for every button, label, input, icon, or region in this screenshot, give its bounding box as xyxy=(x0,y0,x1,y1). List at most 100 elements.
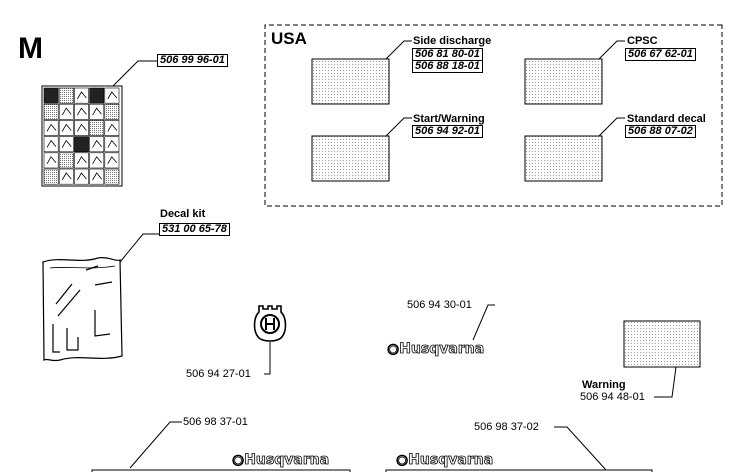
side-discharge-part-number-1: 506 81 80-01 xyxy=(415,48,480,60)
sheet-thumbnail-figure xyxy=(61,123,72,132)
side-discharge-label: Side discharge xyxy=(413,35,492,47)
sheet-thumbnail-figure xyxy=(107,91,118,100)
sheet-thumbnail xyxy=(104,103,120,120)
husqvarna-emblem-icon: ◉ xyxy=(387,341,400,358)
leader-decal-sheet xyxy=(112,60,157,87)
standard-decal-part-number: 506 88 07-02 xyxy=(625,125,696,138)
warning-part-number: 506 94 48-01 xyxy=(580,391,645,403)
sheet-thumbnail xyxy=(43,103,59,120)
leader-cpsc xyxy=(598,40,625,60)
hood-right-edge xyxy=(385,469,653,472)
hood-left-part-number: 506 98 37-01 xyxy=(183,416,248,428)
husqvarna-emblem-icon: ◉ xyxy=(396,452,409,469)
sheet-thumbnail xyxy=(89,103,105,120)
cpsc-decal xyxy=(524,58,603,105)
start-warning-part-number: 506 94 92-01 xyxy=(412,125,483,138)
sheet-thumbnail xyxy=(74,103,89,120)
decal-sheet-drawing xyxy=(41,85,123,187)
sheet-thumbnail xyxy=(74,87,89,104)
leader-husqvarna-decal xyxy=(472,304,495,341)
sheet-thumbnail-figure xyxy=(77,107,87,116)
husqvarna-emblem-icon: ◉ xyxy=(232,452,245,469)
sheet-thumbnail-figure xyxy=(61,107,72,116)
sheet-thumbnail-figure xyxy=(107,156,118,164)
leader-standard-decal xyxy=(598,117,625,137)
sheet-thumbnail xyxy=(89,136,105,153)
sheet-thumbnail-figure xyxy=(61,139,72,148)
sheet-thumbnail-figure xyxy=(77,91,87,100)
sheet-thumbnail-figure xyxy=(77,172,87,181)
side-discharge-part-number-2: 506 88 18-01 xyxy=(413,60,482,72)
sheet-thumbnail-figure xyxy=(61,172,72,181)
sheet-thumbnail xyxy=(89,120,105,136)
sheet-thumbnail xyxy=(58,168,74,185)
usa-label: USA xyxy=(271,29,307,48)
side-discharge-part-numbers: 506 81 80-01 506 88 18-01 xyxy=(412,48,483,73)
hood-left-brand-text: Husqvarna xyxy=(244,452,330,469)
section-letter: M xyxy=(18,32,43,65)
sheet-thumbnail-figure xyxy=(46,156,57,164)
husqvarna-decal-text: Husqvarna xyxy=(399,341,485,358)
sheet-thumbnail-figure xyxy=(107,123,118,132)
sheet-thumbnail xyxy=(58,136,74,153)
leader-decal-kit xyxy=(119,233,160,263)
sheet-thumbnail xyxy=(89,168,105,185)
sheet-thumbnail xyxy=(104,168,120,185)
sheet-thumbnail xyxy=(89,87,105,104)
sheet-thumbnail xyxy=(74,136,89,153)
decal-kit-part-number: 531 00 65-78 xyxy=(159,223,230,236)
sheet-thumbnail xyxy=(104,120,120,136)
warning-decal-drawing xyxy=(623,320,701,368)
decal-kit-label: Decal kit xyxy=(160,208,206,220)
sheet-thumbnail-figure xyxy=(92,172,102,181)
sheet-thumbnail-figure xyxy=(46,123,57,132)
decal-sheet-part-number: 506 99 96-01 xyxy=(157,54,228,67)
husqvarna-decal-part-number: 506 94 30-01 xyxy=(407,299,472,311)
standard-decal-drawing xyxy=(524,135,603,182)
sheet-thumbnail xyxy=(74,120,89,136)
standard-decal-label: Standard decal xyxy=(627,113,706,125)
start-warning-decal xyxy=(311,135,390,182)
sheet-thumbnail-figure xyxy=(77,156,87,164)
sheet-thumbnail xyxy=(58,103,74,120)
sheet-thumbnail xyxy=(104,136,120,153)
leader-logo-badge xyxy=(264,342,271,375)
sheet-thumbnail-figure xyxy=(77,123,87,132)
sheet-thumbnail-figure xyxy=(107,139,118,148)
sheet-thumbnail xyxy=(74,152,89,169)
hood-right-brand: ◉Husqvarna xyxy=(396,452,494,469)
sheet-thumbnail xyxy=(43,120,59,136)
sheet-thumbnail xyxy=(58,152,74,169)
cpsc-part-number: 506 67 62-01 xyxy=(625,48,696,61)
leader-warning xyxy=(654,366,677,398)
sheet-thumbnail xyxy=(58,87,74,104)
sheet-thumbnail xyxy=(43,87,59,104)
husqvarna-decal-brand: ◉Husqvarna xyxy=(387,341,485,358)
usa-dashed-frame xyxy=(264,24,723,207)
sheet-thumbnail xyxy=(43,152,59,169)
hood-right-brand-text: Husqvarna xyxy=(408,452,494,469)
sheet-thumbnail xyxy=(104,152,120,169)
leader-side-discharge xyxy=(385,40,412,60)
leader-hood-right xyxy=(554,426,607,471)
sheet-thumbnail-figure xyxy=(92,107,102,116)
cpsc-label: CPSC xyxy=(627,35,658,47)
sheet-thumbnail-figure xyxy=(92,139,102,148)
sheet-thumbnail xyxy=(104,87,120,104)
sheet-thumbnail-figure xyxy=(92,156,102,164)
sheet-thumbnail xyxy=(43,136,59,153)
logo-badge-part-number: 506 94 27-01 xyxy=(186,368,251,380)
leader-start-warning xyxy=(385,117,412,137)
warning-label: Warning xyxy=(582,379,626,391)
side-discharge-decal xyxy=(311,58,390,105)
sheet-thumbnail xyxy=(43,168,59,185)
start-warning-label: Start/Warning xyxy=(413,113,485,125)
logo-badge-drawing xyxy=(253,305,287,342)
sheet-thumbnail xyxy=(58,120,74,136)
sheet-thumbnail xyxy=(74,168,89,185)
sheet-thumbnail xyxy=(89,152,105,169)
leader-hood-left xyxy=(129,421,182,469)
hood-right-part-number: 506 98 37-02 xyxy=(474,421,539,433)
hood-left-edge xyxy=(91,469,351,472)
